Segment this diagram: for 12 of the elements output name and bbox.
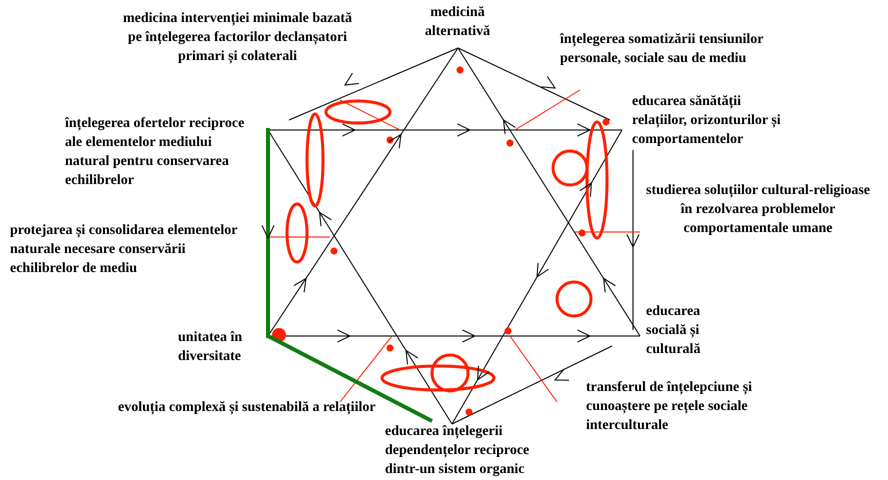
node-label: medicina intervenției minimale bazată pe înțelegerea factorilor declanșatori primari și colaterali: [120, 9, 355, 66]
node-label: transferul de înțelepciune și cunoaștere pe rețele sociale interculturale: [586, 378, 818, 435]
node-label: educarea sănătății relațiilor, orizonturilor și comportamentelor: [632, 92, 797, 149]
node-label: educarea înțelegerii dependențelor reciproce dintr-un sistem organic: [385, 422, 565, 479]
node-label: înțelegerea ofertelor reciproce ale elementelor mediului natural pentru conservarea echilibrelor: [65, 114, 250, 190]
node-label: medicină alternativă: [410, 3, 505, 41]
node-label: înțelegerea somatizării tensiunilor personale, sociale sau de mediu: [560, 30, 792, 68]
node-label: studierea soluțiilor cultural-religioase în rezolvarea problemelor comportamentale umane: [642, 181, 874, 238]
node-label: educarea socială și culturală: [646, 302, 736, 359]
node-label: unitatea în diversitate: [178, 328, 264, 366]
node-label: evoluția complexă și sustenabilă a relațiilor: [118, 398, 408, 417]
node-label: protejarea și consolidarea elementelor naturale necesare conservării echilibrelor de mediu: [10, 221, 245, 278]
